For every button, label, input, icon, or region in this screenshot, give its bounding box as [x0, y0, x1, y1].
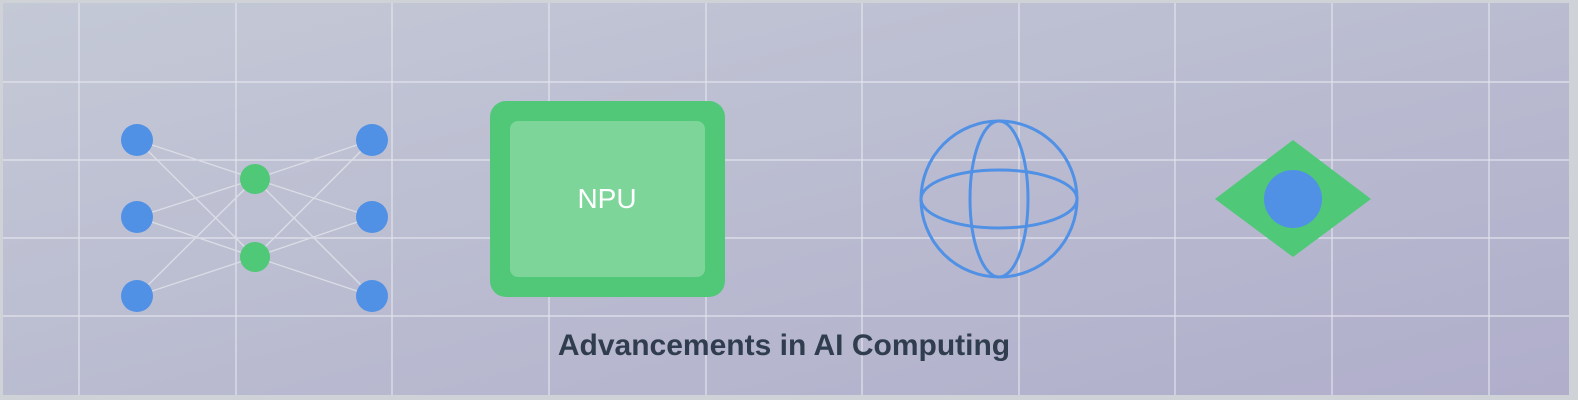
globe-equator [919, 168, 1079, 230]
globe-meridian [968, 119, 1030, 279]
hidden-node [240, 164, 270, 194]
globe-icon [919, 119, 1079, 279]
diamond-center-node [1264, 170, 1322, 228]
network-edge [254, 139, 373, 258]
network-edge [254, 256, 373, 297]
output-node [356, 280, 388, 312]
network-edge [136, 256, 256, 297]
input-node [121, 201, 153, 233]
input-node [121, 124, 153, 156]
diamond-node-icon [1215, 140, 1371, 257]
output-node [356, 124, 388, 156]
neural-network-icon [121, 124, 388, 312]
network-edge [136, 178, 256, 218]
network-edge [254, 216, 373, 258]
npu-label: NPU [577, 183, 636, 214]
chip-inner [510, 121, 705, 277]
output-node [356, 201, 388, 233]
grid [3, 3, 1569, 395]
hidden-node [240, 242, 270, 272]
input-node [121, 280, 153, 312]
network-edge [254, 139, 373, 180]
network-connections [136, 139, 373, 297]
network-edge [136, 139, 256, 180]
npu-chip-icon: NPU [490, 101, 725, 297]
banner-title: Advancements in AI Computing [558, 329, 1010, 362]
network-edge [136, 178, 256, 297]
